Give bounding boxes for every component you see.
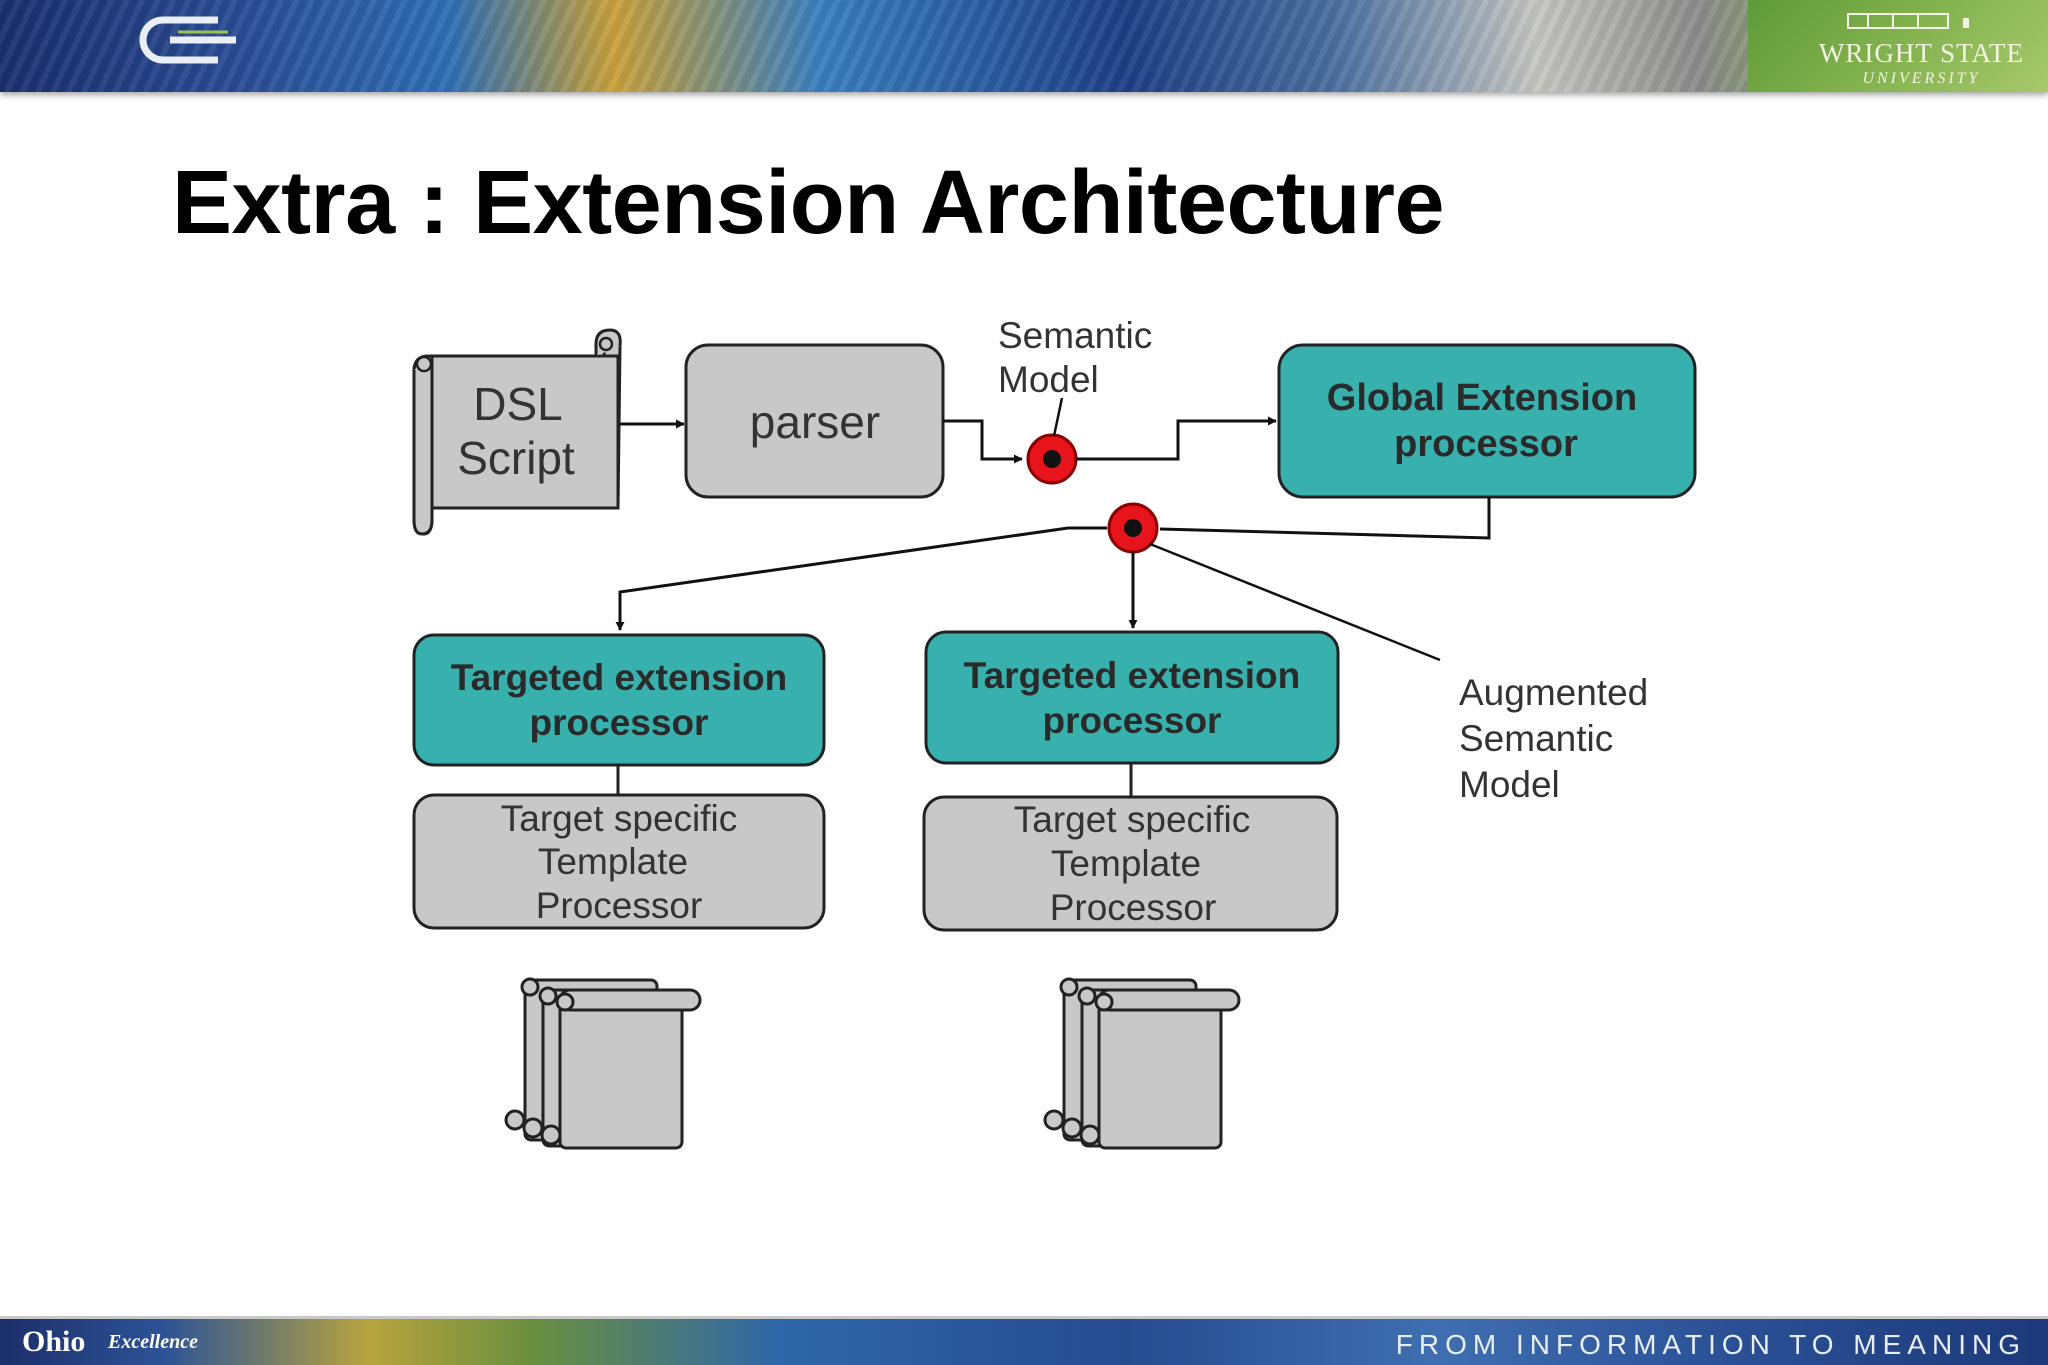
template-right-line3: Processor	[1050, 887, 1217, 928]
university-name-text: WRIGHT STATE	[1818, 38, 2024, 68]
augmented-label-line1: Augmented	[1459, 672, 1648, 713]
arrow-augmented-to-left	[615, 526, 1107, 631]
footer-banner: Ohio Excellence FROM INFORMATION TO MEAN…	[0, 1316, 2048, 1365]
semantic-model-label-line1: Semantic	[998, 315, 1152, 356]
augmented-label-line2: Semantic	[1459, 718, 1613, 759]
augmented-model-node	[1107, 502, 1159, 554]
template-right-line1: Target specific	[1014, 799, 1251, 840]
header-banner: WRIGHT STATE UNIVERSITY	[0, 0, 2048, 92]
output-documents-left	[504, 977, 702, 1150]
template-left-line2: Template	[538, 841, 688, 882]
targeted-right-line2: processor	[1043, 700, 1222, 741]
footer-org-sub: Excellence	[108, 1331, 198, 1353]
header-texture	[0, 0, 2048, 92]
dsl-script-line1: DSL	[473, 378, 562, 430]
output-documents-right	[1043, 977, 1241, 1150]
footer-tagline: FROM INFORMATION TO MEANING	[1395, 1329, 2026, 1360]
targeted-processor-left: Targeted extension processor	[412, 633, 826, 767]
e-logo-icon	[139, 16, 236, 64]
targeted-left-line2: processor	[530, 702, 709, 743]
augmented-pointer	[1149, 542, 1441, 662]
targeted-left-line1: Targeted extension	[451, 657, 788, 698]
template-processor-right: Target specific Template Processor	[922, 795, 1339, 932]
semantic-model-node	[1026, 433, 1078, 485]
university-logo-panel: WRIGHT STATE UNIVERSITY	[1748, 0, 2048, 92]
global-extension-line1: Global Extension	[1327, 377, 1637, 419]
parser-label: parser	[750, 396, 880, 448]
building-icon	[1847, 13, 1969, 29]
arrow-parser-to-model	[943, 419, 1023, 464]
university-sub: UNIVERSITY	[1862, 70, 1981, 87]
semantic-model-pointer	[1052, 397, 1064, 437]
parser-box: parser	[684, 343, 945, 499]
template-right-line2: Template	[1051, 843, 1201, 884]
university-name: WRIGHT STATE UNIVERSITY	[1819, 40, 2024, 92]
dsl-script-document: DSL Script	[412, 328, 622, 536]
arrow-model-to-global	[1076, 416, 1277, 461]
template-left-line1: Target specific	[501, 798, 738, 839]
augmented-label-line3: Model	[1459, 764, 1560, 805]
targeted-right-line1: Targeted extension	[964, 655, 1301, 696]
global-extension-line2: processor	[1394, 423, 1578, 465]
page-title: Extra : Extension Architecture	[172, 153, 1445, 253]
semantic-model-label-line2: Model	[998, 359, 1099, 400]
dsl-script-line2: Script	[457, 432, 575, 484]
targeted-processor-right: Targeted extension processor	[924, 630, 1340, 765]
line-global-to-augmented	[1159, 497, 1491, 540]
template-processor-left: Target specific Template Processor	[412, 793, 826, 930]
global-extension-processor: Global Extension processor	[1277, 343, 1697, 499]
footer-org: Ohio	[22, 1325, 86, 1358]
template-left-line3: Processor	[536, 885, 703, 926]
